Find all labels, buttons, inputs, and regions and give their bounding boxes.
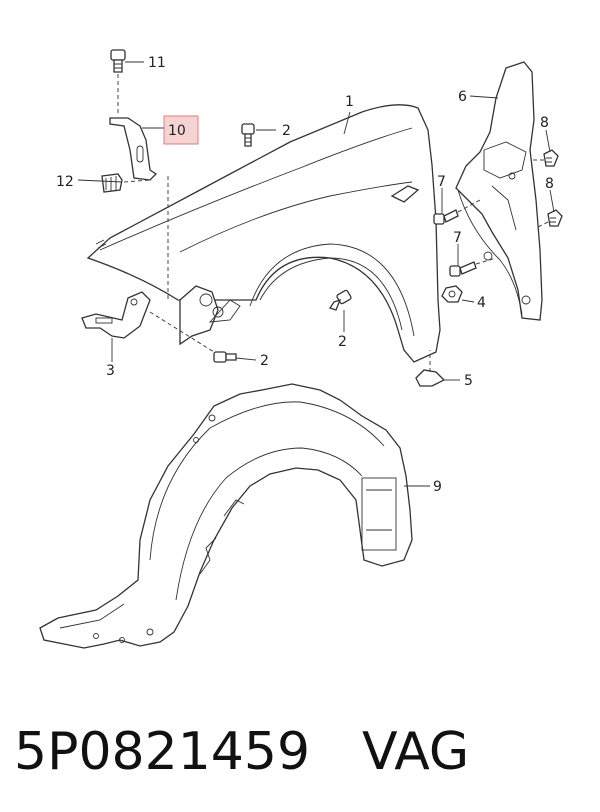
clip-8-upper: [530, 149, 559, 167]
wheel-arch-liner-9: [39, 383, 413, 649]
callout-12: 12: [56, 174, 74, 190]
footer-caption: 5P0821459 VAG: [14, 712, 586, 792]
clip-12: [101, 173, 151, 193]
highlight-box-10: [163, 115, 199, 145]
callout-8-lower: 8: [545, 176, 554, 192]
fender-panel: [86, 104, 441, 363]
callout-7-upper: 7: [437, 174, 446, 190]
callout-3: 3: [106, 363, 115, 379]
callout-2-mid: 2: [338, 334, 347, 350]
bolt-2-bottom: [213, 351, 237, 363]
leader-lines: [77, 61, 555, 487]
callout-9: 9: [433, 479, 442, 495]
callout-4: 4: [477, 295, 486, 311]
inner-panel-6: [455, 61, 543, 321]
callout-1: 1: [345, 94, 354, 110]
callout-7-lower: 7: [453, 230, 462, 246]
bolt-11: [110, 49, 126, 73]
upper-bracket: [109, 74, 158, 181]
callout-11: 11: [148, 55, 166, 71]
screw-7-lower: [449, 257, 497, 277]
parts-exploded-diagram: 11 10 12 1 2 2 2 3 4 5 6 7 7 8 8 9: [39, 49, 563, 649]
clip-8-lower: [535, 209, 563, 229]
callout-8-upper: 8: [540, 115, 549, 131]
screw-7-upper: [433, 199, 481, 225]
brand-label: VAG: [362, 722, 470, 782]
callout-labels: 11 10 12 1 2 2 2 3 4 5 6 7 7 8 8 9: [56, 55, 554, 495]
part-number: 5P0821459: [14, 722, 311, 782]
callout-2-top: 2: [282, 123, 291, 139]
bolt-2-mid: [328, 289, 352, 311]
callout-6: 6: [458, 89, 467, 105]
lower-bracket-3: [81, 176, 215, 353]
callout-10: 10: [168, 123, 186, 139]
nut-4: [441, 285, 463, 303]
callout-5: 5: [464, 373, 473, 389]
bolt-2-top: [241, 123, 255, 147]
callout-2-bottom: 2: [260, 353, 269, 369]
